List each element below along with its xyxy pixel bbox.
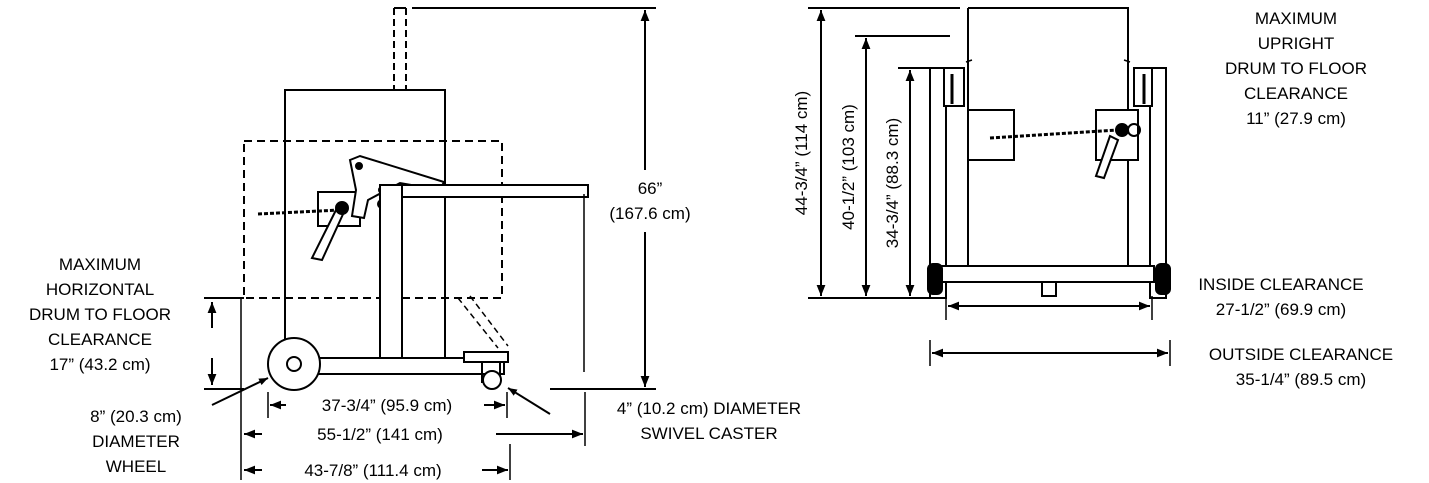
wheel-label: 8” (20.3 cm) DIAMETER WHEEL [90, 407, 182, 476]
dim-55-label: 55-1/2” (141 cm) [317, 425, 443, 444]
dim-43-label: 43-7/8” (111.4 cm) [304, 461, 442, 480]
horizontal-clearance-label: MAXIMUM HORIZONTAL DRUM TO FLOOR CLEARAN… [29, 255, 171, 374]
front-height-2-label: 40-1/2” (103 cm) [839, 104, 858, 230]
front-height-3-label: 34-3/4” (88.3 cm) [883, 118, 902, 248]
vertical-post [379, 184, 403, 368]
chain [257, 208, 341, 216]
outside-clearance-label: OUTSIDE CLEARANCE 35-1/4” (89.5 cm) [1208, 345, 1394, 389]
push-handle [401, 184, 589, 198]
front-drum [967, 7, 1129, 268]
upright-clearance-label: MAXIMUM UPRIGHT DRUM TO FLOOR CLEARANCE … [1225, 9, 1367, 128]
front-view-drawing [927, 7, 1171, 299]
swivel-caster [463, 351, 509, 390]
front-height-1-label: 44-3/4” (114 cm) [792, 91, 811, 215]
front-chain [989, 128, 1119, 140]
right-upright [1149, 67, 1167, 299]
front-dimensions [808, 7, 1171, 366]
side-view-drawing [243, 7, 589, 391]
inside-clearance-label: INSIDE CLEARANCE 27-1/2” (69.9 cm) [1198, 275, 1364, 319]
dim-37-label: 37-3/4” (95.9 cm) [321, 396, 453, 415]
caster-label: 4” (10.2 cm) DIAMETER SWIVEL CASTER [616, 399, 802, 443]
front-base-bar [939, 265, 1155, 283]
left-upright [929, 67, 947, 299]
height-66-label: 66” (167.6 cm) [609, 179, 691, 223]
side-dimensions [204, 7, 656, 480]
mast [393, 7, 407, 90]
upright-drum [284, 89, 446, 363]
main-wheel [267, 337, 321, 391]
left-clamp [967, 109, 1015, 161]
tilt-brace [457, 295, 509, 349]
